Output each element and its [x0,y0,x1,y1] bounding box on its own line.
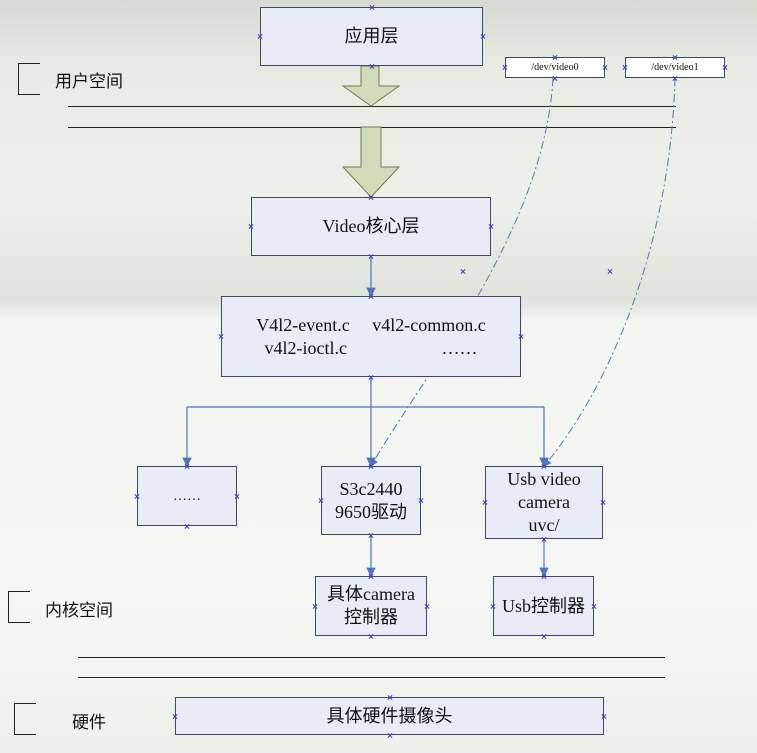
handle-marker [218,334,224,340]
hardware-separator-top [78,657,665,658]
handle-marker [672,75,678,81]
handle-marker [722,65,728,71]
camera-controller-box: 具体camera 控制器 [315,576,427,636]
s3c2440-driver-label: S3c2440 9650驱动 [335,478,407,522]
usb-controller-label: Usb控制器 [501,595,585,616]
handle-marker [172,713,178,719]
camera-controller-label: 具体camera 控制器 [327,584,415,627]
hardware-bracket [14,703,36,735]
user-to-core-arrow [341,126,401,198]
handle-marker [424,603,430,609]
handle-marker [387,694,393,700]
handle-marker [368,374,374,380]
handle-marker [134,493,140,499]
usb-video-label: Usb video camera uvc/ [507,469,581,535]
other-driver-label: …… [173,488,201,504]
handle-marker [387,732,393,738]
kernel-space-bracket [8,591,30,623]
handle-marker [488,224,494,230]
camera-hardware-box: 具体硬件摄像头 [175,697,604,735]
hardware-separator-bottom [78,677,665,678]
handle-marker [591,603,597,609]
dev-video1-label: /dev/video1 [651,62,699,73]
handle-marker [368,253,374,259]
handle-marker [418,498,424,504]
handle-marker [318,498,324,504]
handle-marker [257,34,263,40]
app-layer-box: 应用层 [260,7,483,66]
handle-marker [368,293,374,299]
handle-marker [184,523,190,529]
video1-link [543,77,676,467]
handle-marker [482,500,488,506]
handle-marker [601,713,607,719]
usb-video-box: Usb video camera uvc/ [485,466,603,539]
user-space-bracket [18,63,40,95]
handle-marker [622,65,628,71]
handle-marker [602,65,608,71]
app-to-user-arrow [341,65,401,107]
video-core-label: Video核心层 [322,216,420,236]
handle-marker [480,34,486,40]
v4l2-files-box: V4l2-event.c v4l2-common.c v4l2-ioctl.c … [221,296,521,377]
handle-marker [541,573,547,579]
handle-marker [312,603,318,609]
handle-marker [672,54,678,60]
handle-marker [368,463,374,469]
v4l2-files-label: V4l2-event.c v4l2-common.c v4l2-ioctl.c … [256,314,486,358]
video0-link [370,77,554,467]
handle-marker [460,268,466,274]
handle-marker [490,603,496,609]
handle-marker [518,334,524,340]
handle-marker [552,54,558,60]
handle-marker [368,194,374,200]
handle-marker [368,532,374,538]
dev-video0-label: /dev/video0 [531,62,579,73]
app-layer-label: 应用层 [344,26,399,46]
hardware-label: 硬件 [72,713,106,733]
handle-marker [368,573,374,579]
video-core-box: Video核心层 [251,197,491,256]
handle-marker [541,633,547,639]
handle-marker [541,536,547,542]
other-driver-box: …… [137,466,237,526]
handle-marker [600,500,606,506]
handle-marker [541,463,547,469]
user-separator-top [68,106,676,107]
handle-marker [552,75,558,81]
handle-marker [234,493,240,499]
handle-marker [607,268,613,274]
s3c2440-driver-box: S3c2440 9650驱动 [321,466,421,535]
kernel-space-label: 内核空间 [45,601,113,621]
handle-marker [248,224,254,230]
handle-marker [369,4,375,10]
handle-marker [369,63,375,69]
user-space-label: 用户空间 [55,72,123,92]
usb-controller-box: Usb控制器 [493,576,594,636]
handle-marker [368,633,374,639]
handle-marker [184,463,190,469]
handle-marker [502,65,508,71]
camera-hardware-label: 具体硬件摄像头 [326,705,453,726]
